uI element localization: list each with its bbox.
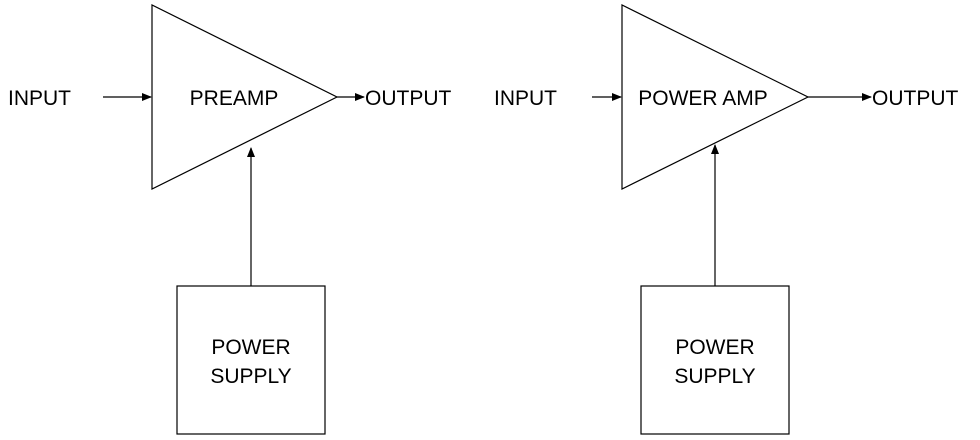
preamp-supply-label-line1: POWER — [211, 336, 290, 359]
power-amp-supply-label-line1: POWER — [675, 336, 754, 359]
preamp-label: PREAMP — [190, 87, 279, 110]
preamp-triangle — [151, 4, 339, 190]
preamp-supply-label-line2: SUPPLY — [210, 365, 291, 388]
power-amp-output-label: OUTPUT — [872, 87, 959, 110]
power-amp-triangle — [621, 4, 810, 190]
preamp-stage: INPUT PREAMP OUTPUT POWER SUPPLY — [8, 4, 452, 435]
power-amp-stage: INPUT POWER AMP OUTPUT POWER SUPPLY — [494, 4, 959, 435]
power-amp-supply-label-line2: SUPPLY — [674, 365, 755, 388]
preamp-output-label: OUTPUT — [365, 87, 452, 110]
preamp-input-label: INPUT — [8, 87, 71, 110]
power-amp-power-supply-box — [640, 285, 790, 435]
power-amp-input-label: INPUT — [494, 87, 557, 110]
preamp-power-supply-box — [176, 285, 326, 435]
power-amp-label: POWER AMP — [638, 87, 768, 110]
